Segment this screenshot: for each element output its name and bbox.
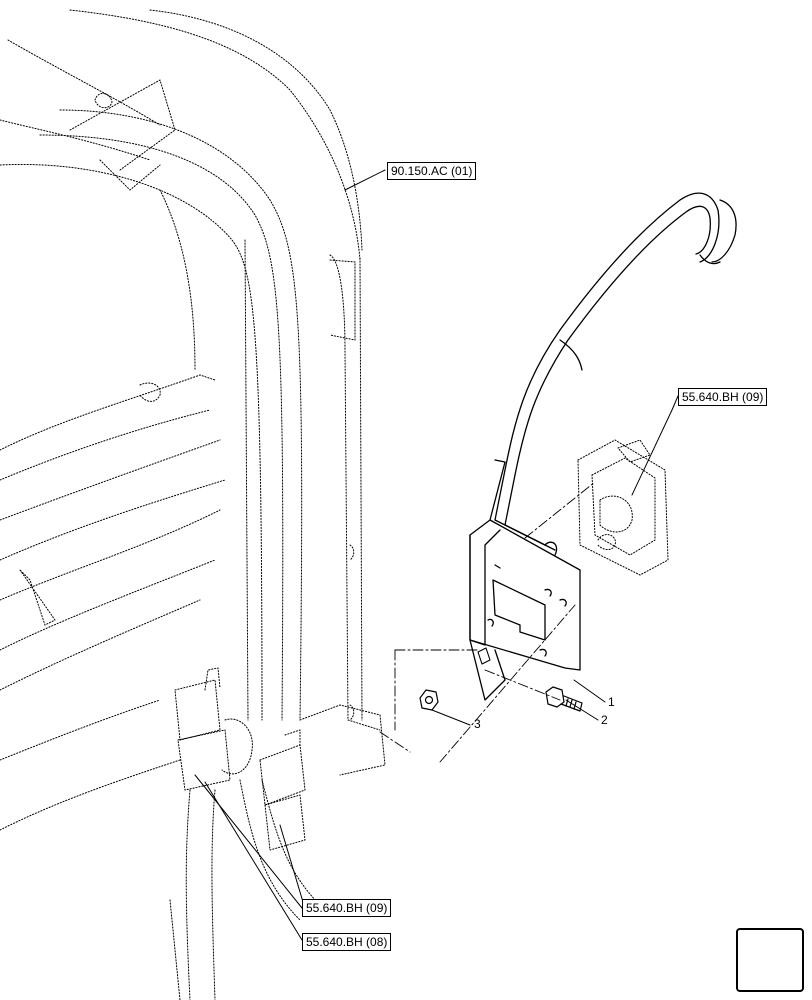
navigation-button[interactable] [736, 928, 804, 992]
stud [477, 647, 491, 665]
harness-ref-callout-a[interactable]: 55.640.BH (09) [302, 899, 392, 917]
bolt [545, 686, 583, 712]
mounting-bracket [469, 459, 581, 701]
socket-assembly [577, 439, 669, 576]
cab-frame [0, 9, 381, 831]
hook-rod [494, 192, 737, 556]
assembly-lines [379, 481, 596, 763]
nut [419, 689, 439, 711]
part-number-bracket: 1 [608, 695, 615, 709]
cab-ref-callout[interactable]: 90.150.AC (01) [387, 162, 477, 180]
harness-ref-callout-b[interactable]: 55.640.BH (08) [302, 933, 392, 951]
harness-connectors [169, 667, 386, 1000]
part-number-nut: 3 [474, 717, 481, 731]
leader-lines [194, 169, 679, 941]
socket-ref-callout[interactable]: 55.640.BH (09) [678, 388, 768, 406]
part-number-bolt: 2 [601, 713, 608, 727]
